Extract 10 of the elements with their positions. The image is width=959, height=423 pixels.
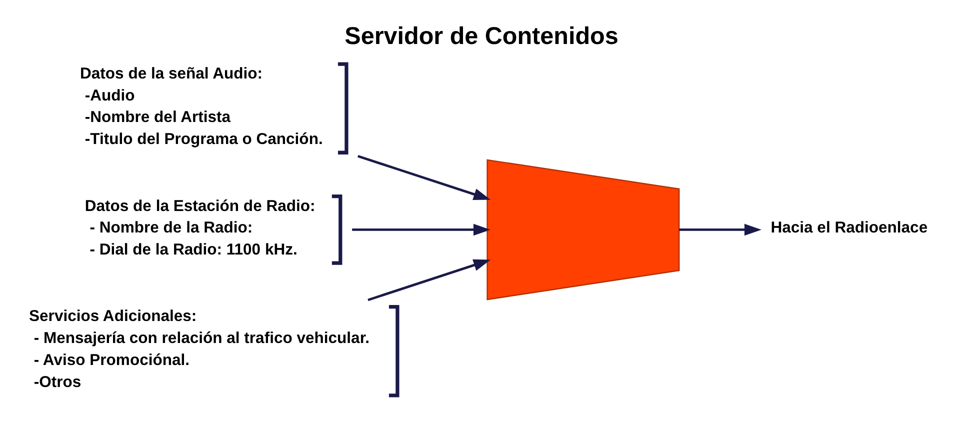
node-text: Hacia el Radioenlace bbox=[770, 220, 928, 237]
node-text: Datos de la señal Audio: -Audio -Nombre del Artista -Titulo del Programa o Canción. bbox=[80, 65, 322, 148]
arrow bbox=[357, 154, 490, 200]
node-text: Datos de la Estación de Radio: - Nombre de la Radio: - Dial de la Radio: 1100 kHz. bbox=[84, 198, 315, 258]
node-funnel bbox=[486, 159, 680, 300]
arrow bbox=[352, 224, 490, 236]
arrow bbox=[678, 224, 761, 236]
arrow bbox=[367, 259, 490, 302]
diagram-title: Servidor de Contenidos bbox=[344, 22, 618, 50]
node-text: Servicios Adicionales: - Mensajería con relación al trafico vehicular. - Aviso Promociónal. -Otros bbox=[28, 308, 369, 391]
